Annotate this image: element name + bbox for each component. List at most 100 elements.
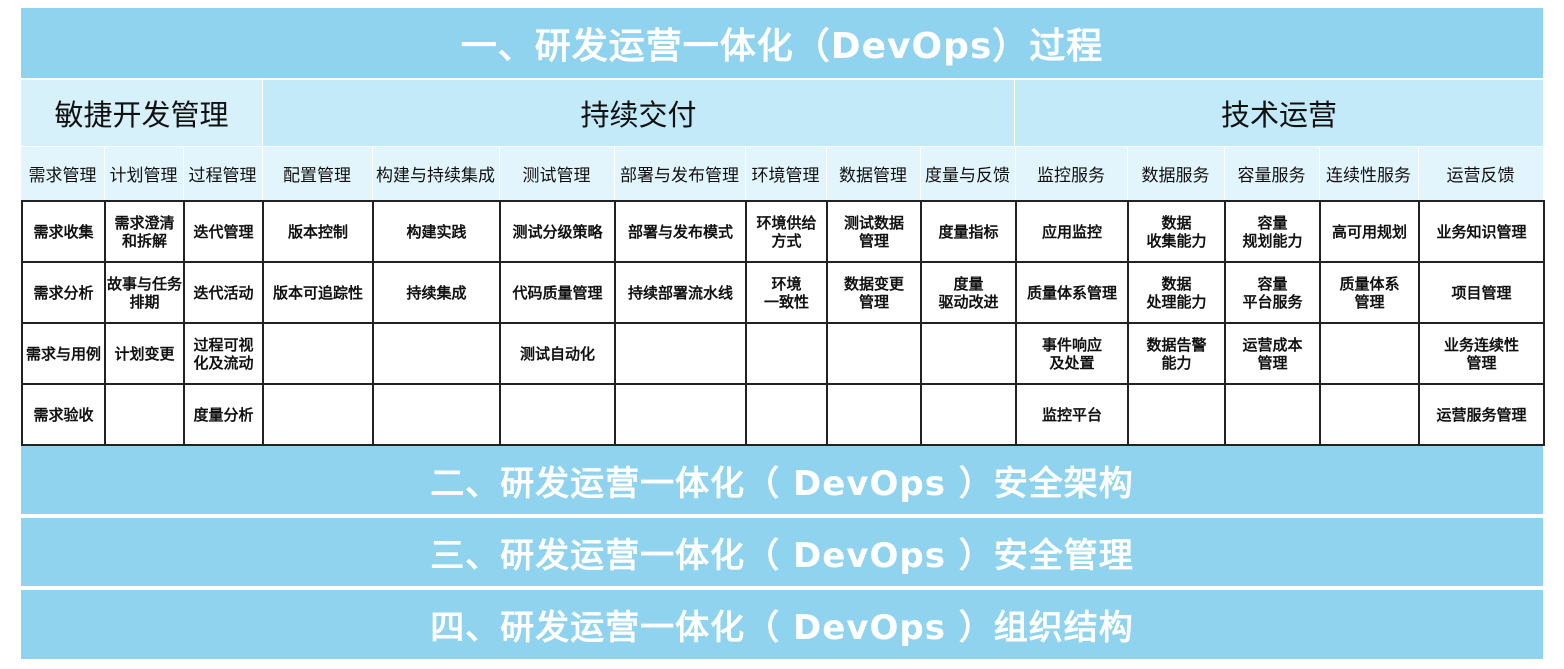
grid-cell: 运营成本 管理 — [1224, 322, 1321, 385]
subcategory-divider — [920, 147, 921, 200]
grid-cell: 测试数据 管理 — [826, 200, 922, 263]
grid-cell: 迭代管理 — [183, 200, 264, 263]
grid-cell: 需求分析 — [21, 261, 106, 324]
grid-cell: 需求验收 — [21, 383, 106, 446]
subcategory-divider — [183, 147, 184, 200]
grid-cell: 度量分析 — [183, 383, 264, 446]
section-title-security-architecture: 二、研发运营一体化（ DevOps ）安全架构 — [21, 446, 1543, 514]
grid-cell: 业务知识管理 — [1418, 200, 1545, 263]
grid-cell: 度量指标 — [920, 200, 1017, 263]
grid-cell — [262, 322, 374, 385]
subcategory-header: 构建与持续集成 — [372, 147, 499, 200]
grid-row: 需求验收 度量分析 监控平台 运营服务管理 — [21, 383, 1545, 446]
category-agile-development: 敏捷开发管理 — [21, 80, 262, 146]
grid-cell — [1319, 383, 1420, 446]
grid-cell: 容量 平台服务 — [1224, 261, 1321, 324]
grid-cell: 容量 规划能力 — [1224, 200, 1321, 263]
grid-cell: 监控平台 — [1015, 383, 1129, 446]
subcategory-header: 计划管理 — [104, 147, 183, 200]
grid-row: 需求收集需求澄清 和拆解迭代管理版本控制构建实践测试分级策略部署与发布模式环境供… — [21, 200, 1545, 263]
grid-cell — [1127, 383, 1226, 446]
grid-cell: 业务连续性 管理 — [1418, 322, 1545, 385]
grid-cell — [104, 383, 185, 446]
grid-cell — [745, 322, 828, 385]
grid-cell: 版本可追踪性 — [262, 261, 374, 324]
grid-cell: 应用监控 — [1015, 200, 1129, 263]
grid-cell: 环境供给 方式 — [745, 200, 828, 263]
subcategory-header: 容量服务 — [1224, 147, 1319, 200]
subcategory-header: 配置管理 — [262, 147, 372, 200]
grid-cell: 部署与发布模式 — [614, 200, 747, 263]
section-title-organization: 四、研发运营一体化（ DevOps ）组织结构 — [21, 590, 1543, 659]
grid-cell — [614, 383, 747, 446]
grid-cell: 需求澄清 和拆解 — [104, 200, 185, 263]
subcategory-divider — [372, 147, 373, 200]
grid-cell: 数据变更 管理 — [826, 261, 922, 324]
subcategory-header: 运营反馈 — [1418, 147, 1543, 200]
subcategory-divider — [1319, 147, 1320, 200]
subcategory-header: 度量与反馈 — [920, 147, 1015, 200]
grid-cell: 持续集成 — [372, 261, 501, 324]
grid-cell: 计划变更 — [104, 322, 185, 385]
subcategory-divider — [499, 147, 500, 200]
subcategory-header: 过程管理 — [183, 147, 262, 200]
grid-cell: 数据告警 能力 — [1127, 322, 1226, 385]
grid-cell: 故事与任务 排期 — [104, 261, 185, 324]
grid-cell: 数据 收集能力 — [1127, 200, 1226, 263]
category-continuous-delivery: 持续交付 — [263, 80, 1014, 146]
subcategory-divider — [104, 147, 105, 200]
grid-cell: 需求收集 — [21, 200, 106, 263]
grid-cell: 质量体系管理 — [1015, 261, 1129, 324]
grid-cell: 需求与用例 — [21, 322, 106, 385]
category-technical-operations: 技术运营 — [1015, 80, 1543, 146]
grid-cell: 度量 驱动改进 — [920, 261, 1017, 324]
subcategory-divider — [1418, 147, 1419, 200]
grid-cell: 事件响应 及处置 — [1015, 322, 1129, 385]
grid-cell: 过程可视 化及流动 — [183, 322, 264, 385]
subcategory-header: 连续性服务 — [1319, 147, 1418, 200]
grid-cell — [826, 322, 922, 385]
subcategory-divider — [614, 147, 615, 200]
grid-cell: 测试自动化 — [499, 322, 616, 385]
subcategory-divider — [1224, 147, 1225, 200]
grid-cell — [499, 383, 616, 446]
grid-cell — [745, 383, 828, 446]
subcategory-header: 测试管理 — [499, 147, 614, 200]
section-title-security-management: 三、研发运营一体化（ DevOps ）安全管理 — [21, 518, 1543, 586]
grid-cell — [372, 322, 501, 385]
grid-row: 需求与用例计划变更过程可视 化及流动 测试自动化 事件响应 及处置数据告警 能力运营… — [21, 322, 1545, 385]
grid-row: 需求分析故事与任务 排期迭代活动版本可追踪性持续集成代码质量管理持续部署流水线环… — [21, 261, 1545, 324]
grid-cell: 高可用规划 — [1319, 200, 1420, 263]
grid-cell: 数据 处理能力 — [1127, 261, 1226, 324]
subcategory-divider — [826, 147, 827, 200]
subcategory-header: 环境管理 — [745, 147, 826, 200]
grid-cell: 版本控制 — [262, 200, 374, 263]
subcategory-divider — [1015, 147, 1016, 200]
grid-cell: 运营服务管理 — [1418, 383, 1545, 446]
subcategory-header: 数据管理 — [826, 147, 920, 200]
grid-cell: 环境 一致性 — [745, 261, 828, 324]
section-title-process: 一、研发运营一体化（DevOps）过程 — [21, 8, 1543, 78]
grid-cell — [1319, 322, 1420, 385]
grid-cell: 构建实践 — [372, 200, 501, 263]
subcategory-divider — [262, 147, 263, 200]
subcategory-header: 需求管理 — [21, 147, 104, 200]
grid-cell — [826, 383, 922, 446]
grid-cell: 测试分级策略 — [499, 200, 616, 263]
grid-cell: 迭代活动 — [183, 261, 264, 324]
subcategory-header: 数据服务 — [1127, 147, 1224, 200]
grid-cell — [1224, 383, 1321, 446]
subcategory-header: 监控服务 — [1015, 147, 1127, 200]
subcategory-divider — [745, 147, 746, 200]
grid-cell: 代码质量管理 — [499, 261, 616, 324]
grid-cell: 持续部署流水线 — [614, 261, 747, 324]
grid-cell: 质量体系 管理 — [1319, 261, 1420, 324]
grid-cell — [920, 383, 1017, 446]
capability-grid: 需求收集需求澄清 和拆解迭代管理版本控制构建实践测试分级策略部署与发布模式环境供… — [21, 200, 1545, 446]
grid-cell: 项目管理 — [1418, 261, 1545, 324]
grid-cell — [614, 322, 747, 385]
subcategory-divider — [1127, 147, 1128, 200]
subcategory-header: 部署与发布管理 — [614, 147, 745, 200]
grid-cell — [372, 383, 501, 446]
grid-cell — [262, 383, 374, 446]
